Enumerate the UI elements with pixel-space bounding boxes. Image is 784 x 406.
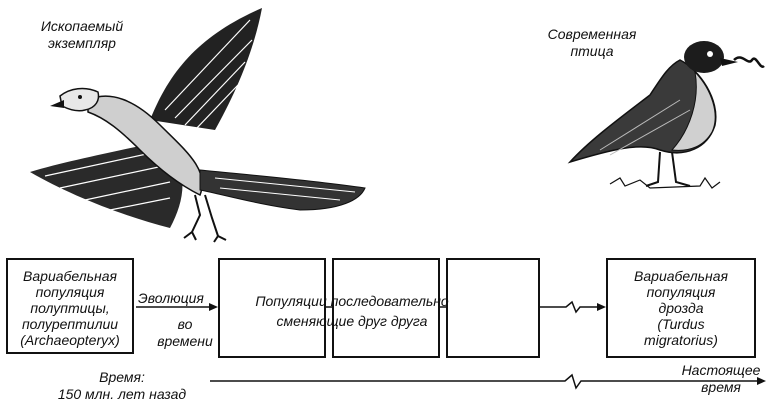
present-label: Настоящее время	[666, 362, 776, 396]
present-label-line-1: Настоящее	[666, 362, 776, 379]
in-time-label: во времени	[150, 316, 220, 350]
right-box-line-1: Вариабельная	[608, 268, 754, 284]
present-label-line-2: время	[666, 379, 776, 396]
fossil-caption-line-2: экземпляр	[22, 35, 142, 52]
evolution-label: Эволюция	[138, 290, 204, 306]
left-box-line-1: Вариабельная	[8, 268, 132, 284]
right-box-line-3: дрозда	[608, 300, 754, 316]
modern-caption-line-2: птица	[532, 43, 652, 60]
fossil-caption-line-1: Ископаемый	[22, 18, 142, 35]
left-box-line-2: популяция	[8, 284, 132, 300]
left-population-box: Вариабельная популяция полуптицы, полуре…	[6, 258, 134, 354]
in-time-line-1: во	[150, 316, 220, 333]
time-label-line-2: 150 млн. лет назад	[52, 386, 192, 403]
right-box-line-5: migratorius)	[608, 332, 754, 348]
time-label: Время: 150 млн. лет назад	[52, 369, 192, 403]
to-thrush-arrow-line	[540, 302, 600, 312]
right-box-line-2: популяция	[608, 284, 754, 300]
time-label-line-1: Время:	[52, 369, 192, 386]
fossil-caption: Ископаемый экземпляр	[22, 18, 142, 52]
populations-line-1: Популяции последовательно	[222, 291, 482, 311]
in-time-line-2: времени	[150, 333, 220, 350]
modern-caption-line-1: Современная	[532, 26, 652, 43]
evolution-arrow-head	[209, 303, 218, 311]
populations-line-2: сменяющие друг друга	[222, 311, 482, 331]
left-box-line-5: (Archaeopteryx)	[8, 332, 132, 348]
modern-caption: Современная птица	[532, 26, 652, 60]
left-box-line-4: полурептилии	[8, 316, 132, 332]
right-box-line-4: (Turdus	[608, 316, 754, 332]
to-thrush-arrow-head	[597, 303, 606, 311]
populations-label: Популяции последовательно сменяющие друг…	[222, 291, 482, 331]
left-box-line-3: полуптицы,	[8, 300, 132, 316]
right-population-box: Вариабельная популяция дрозда (Turdus mi…	[606, 258, 756, 358]
